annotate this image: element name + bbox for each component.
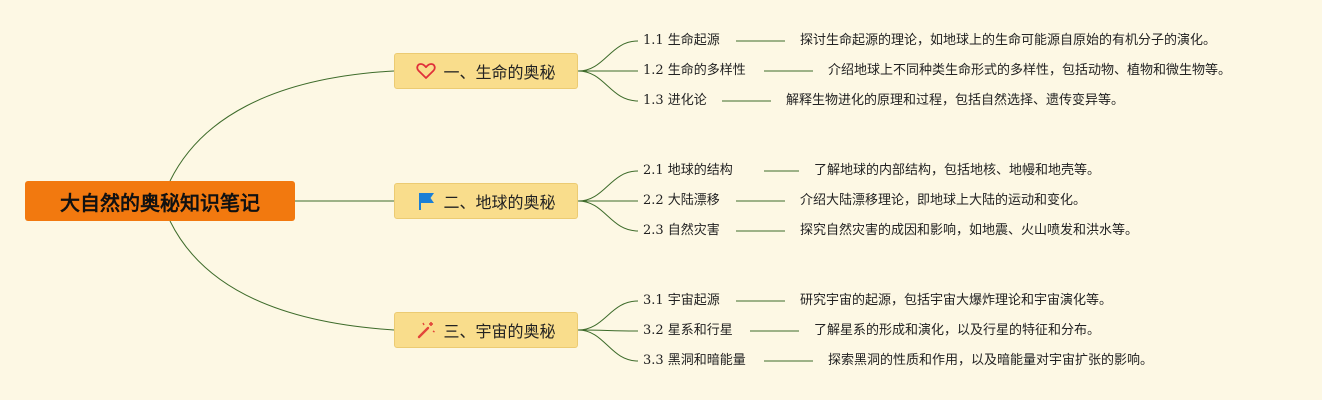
branch-label: 二、地球的奥秘 (443, 193, 556, 212)
heart-icon (416, 61, 437, 81)
root-node[interactable]: 大自然的奥秘知识笔记 (25, 181, 295, 221)
root-to-branch-connector (169, 220, 395, 331)
branch-to-topic-connector (577, 40, 639, 72)
branch-to-topic-connector (577, 300, 639, 331)
topic-description: 了解地球的内部结构，包括地核、地幔和地壳等。 (814, 163, 1101, 178)
branch-node-life[interactable]: 一、生命的奥秘 (394, 53, 578, 89)
topic-description: 探讨生命起源的理论，如地球上的生命可能源自原始的有机分子的演化。 (800, 33, 1217, 48)
topic-label[interactable]: 3.2 星系和行星 (643, 323, 733, 338)
root-title: 大自然的奥秘知识笔记 (60, 190, 260, 215)
topic-description: 介绍地球上不同种类生命形式的多样性，包括动物、植物和微生物等。 (828, 63, 1232, 78)
topic-description: 探究自然灾害的成因和影响，如地震、火山喷发和洪水等。 (800, 223, 1139, 238)
branch-to-topic-connector (577, 170, 639, 202)
topic-label[interactable]: 2.2 大陆漂移 (643, 193, 720, 208)
branch-to-topic-connector (577, 329, 639, 362)
root-to-branch-connector (169, 70, 395, 182)
branch-node-earth[interactable]: 二、地球的奥秘 (394, 183, 578, 219)
branch-label: 一、生命的奥秘 (443, 63, 556, 82)
topic-description: 介绍大陆漂移理论，即地球上大陆的运动和变化。 (800, 193, 1087, 208)
branch-to-topic-connector (577, 70, 639, 102)
topic-description: 了解星系的形成和演化，以及行星的特征和分布。 (814, 323, 1101, 338)
topic-label[interactable]: 3.3 黑洞和暗能量 (643, 353, 746, 368)
topic-label[interactable]: 3.1 宇宙起源 (643, 293, 720, 308)
topic-description: 解释生物进化的原理和过程，包括自然选择、遗传变异等。 (786, 93, 1125, 108)
topic-label[interactable]: 2.3 自然灾害 (643, 223, 720, 238)
topic-label[interactable]: 1.3 进化论 (643, 93, 707, 108)
topic-label[interactable]: 1.2 生命的多样性 (643, 63, 746, 78)
topic-label[interactable]: 1.1 生命起源 (643, 33, 720, 48)
branch-node-universe[interactable]: 三、宇宙的奥秘 (394, 312, 578, 348)
branch-to-topic-connector (577, 329, 639, 332)
branch-to-topic-connector (577, 200, 639, 232)
topic-label[interactable]: 2.1 地球的结构 (643, 163, 733, 178)
branch-label: 三、宇宙的奥秘 (443, 322, 556, 341)
topic-description: 探索黑洞的性质和作用，以及暗能量对宇宙扩张的影响。 (828, 353, 1154, 368)
flag-icon (416, 191, 436, 211)
magic-wand-icon (416, 320, 436, 340)
topic-description: 研究宇宙的起源，包括宇宙大爆炸理论和宇宙演化等。 (800, 293, 1113, 308)
